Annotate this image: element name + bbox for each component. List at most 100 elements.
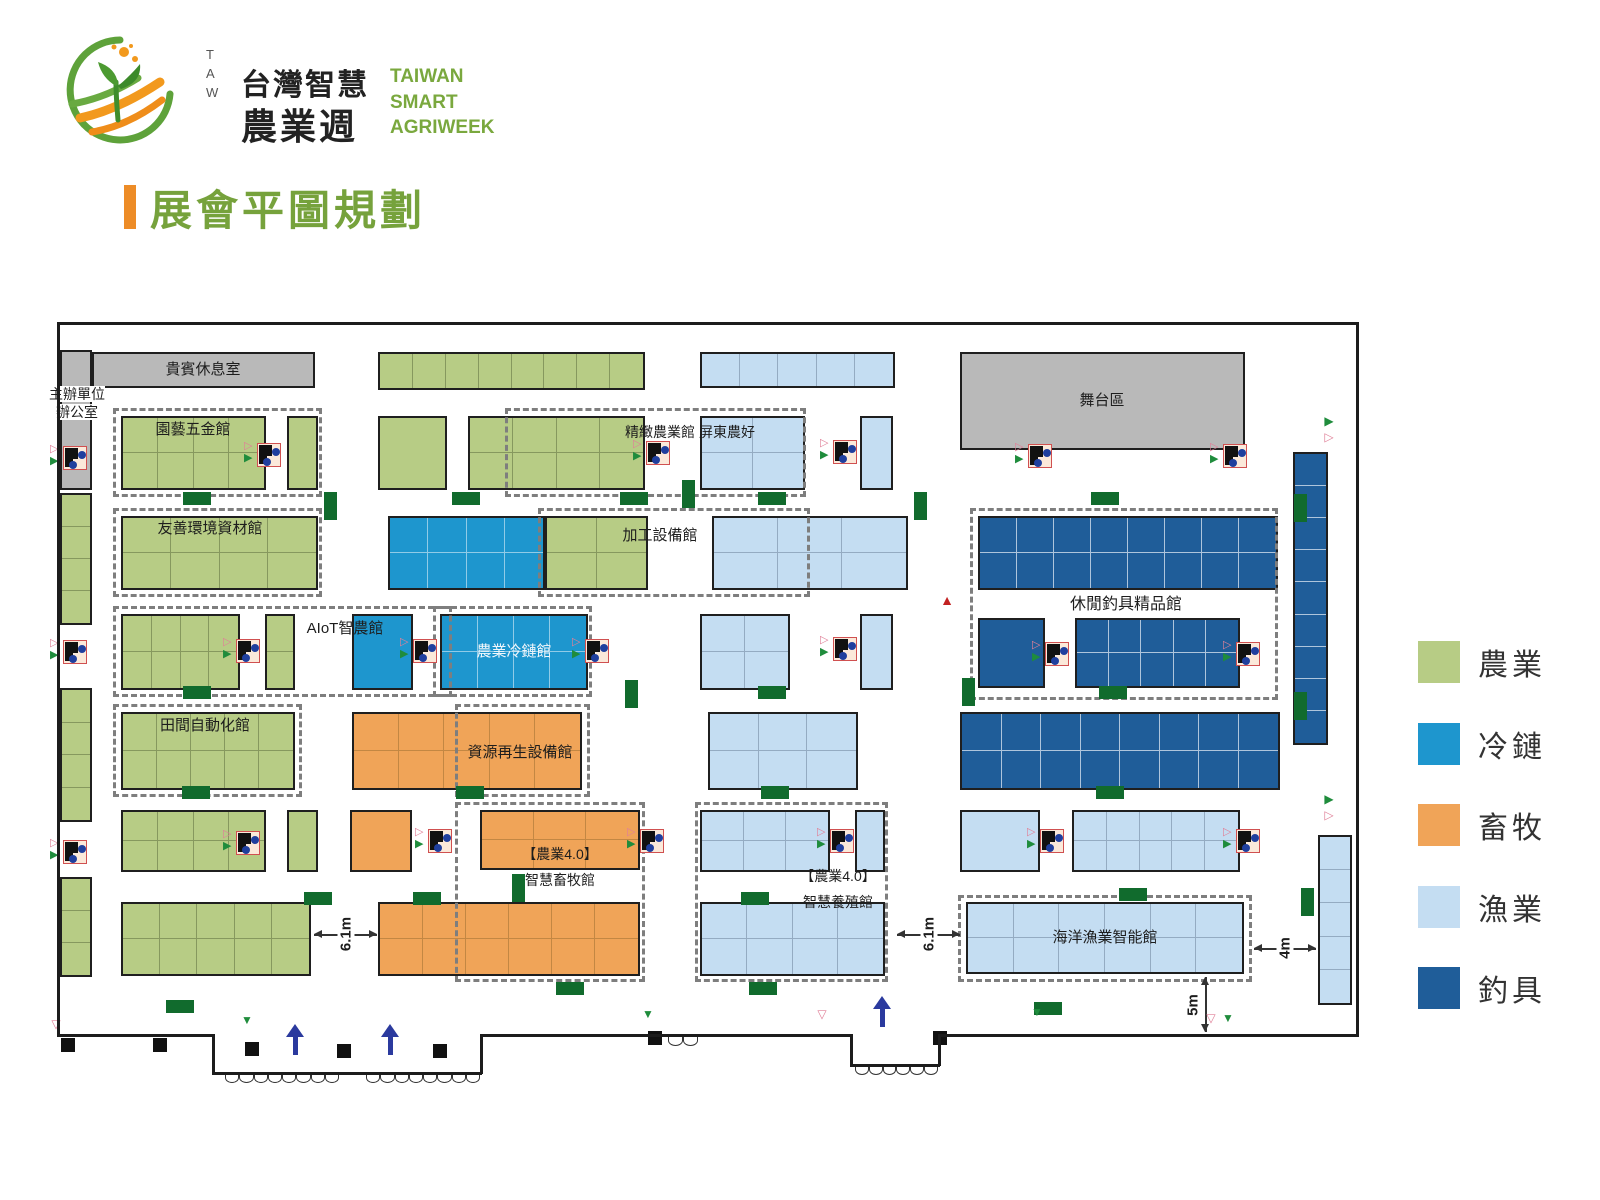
booth-cell xyxy=(1205,812,1238,841)
booth-cell xyxy=(1091,553,1128,588)
door-scallops xyxy=(366,1072,480,1083)
booth-block-cold xyxy=(440,614,588,690)
triangle-marker-icon: ▼ xyxy=(241,1013,253,1027)
booth-cell xyxy=(158,812,194,841)
booth-block-fish xyxy=(960,810,1040,872)
venue-wall xyxy=(480,1034,852,1037)
facility-icon: ▷▶ xyxy=(817,826,854,853)
facility-icon: ▷▶ xyxy=(627,826,664,853)
booth-cell xyxy=(1151,938,1197,972)
booth-cell xyxy=(123,714,157,751)
booth-cell xyxy=(838,939,883,974)
booth-cell xyxy=(1141,620,1174,653)
hall-label: 園藝五金館 xyxy=(155,421,231,438)
pillar xyxy=(433,1044,447,1058)
booth-cell xyxy=(191,714,225,751)
measure-label: 5m xyxy=(1184,990,1202,1019)
measure-arrowhead xyxy=(897,930,905,938)
measure-arrowhead xyxy=(1201,977,1209,985)
booth-block-agri xyxy=(378,416,447,490)
booth-block-fish xyxy=(712,516,908,590)
hall-label: 精緻農業館 屏東農好 xyxy=(625,424,755,440)
booth-cell xyxy=(235,939,272,974)
booth-cell xyxy=(513,453,557,488)
booth-cell xyxy=(1165,518,1202,553)
hall-label: 友善環境資材館 xyxy=(157,520,263,537)
booth-cell xyxy=(842,553,906,588)
logo-taw: TAW xyxy=(206,47,219,100)
aisle-marker xyxy=(556,982,584,995)
booth-cell xyxy=(62,559,90,591)
booth-cell xyxy=(423,904,466,939)
hall-label: 加工設備館 xyxy=(622,527,698,544)
booth-block-agri xyxy=(287,810,318,872)
booth-cell xyxy=(1165,553,1202,588)
booth-cell xyxy=(267,518,316,553)
booth-cell xyxy=(1320,837,1350,871)
triangle-marker-icon: ▽ xyxy=(817,1007,827,1021)
booth-cell xyxy=(1041,751,1081,788)
booth-cell xyxy=(1196,938,1242,972)
booth-cell xyxy=(962,714,1002,751)
booth-cell xyxy=(62,495,90,527)
booth-cell xyxy=(980,553,1017,588)
booth-cell xyxy=(968,938,1014,972)
booth-cell xyxy=(1120,751,1160,788)
booth-cell xyxy=(1295,550,1326,583)
booth-block-fish xyxy=(700,614,790,690)
booth-cell xyxy=(1205,620,1238,653)
booth-cell xyxy=(158,841,194,870)
logo-zh-line1: 台灣智慧 xyxy=(241,69,369,102)
booth-cell xyxy=(1239,553,1276,588)
aisle-marker xyxy=(1099,686,1127,699)
booth-cell xyxy=(1105,904,1151,938)
booth-cell xyxy=(702,904,748,939)
aisle-marker xyxy=(512,874,525,902)
booth-cell xyxy=(267,616,293,652)
booth-cell xyxy=(1320,970,1350,1003)
hall-label: 農業冷鏈館 xyxy=(476,643,552,660)
aisle-marker xyxy=(761,786,789,799)
booth-cell xyxy=(428,553,467,588)
venue-wall xyxy=(850,1064,940,1067)
booth-cell xyxy=(547,553,597,588)
booth-cell xyxy=(962,751,1002,788)
booth-cell xyxy=(557,453,600,488)
booth-cell xyxy=(380,904,423,939)
booth-cell xyxy=(1106,812,1140,841)
booth-cell xyxy=(1140,841,1173,870)
booth-cell xyxy=(1295,454,1326,487)
legend-color-chip xyxy=(1418,722,1460,765)
booth-cell xyxy=(1295,582,1326,615)
booth-cell xyxy=(225,751,259,788)
booth-cell xyxy=(1054,553,1091,588)
booth-cell xyxy=(1172,841,1206,870)
booth-cell xyxy=(778,354,817,386)
booth-cell xyxy=(758,714,808,751)
booth-cell xyxy=(740,354,779,386)
booth-cell xyxy=(702,939,748,974)
measure-label: 6.1m xyxy=(337,913,354,955)
booth-cell xyxy=(62,690,90,723)
booth-block-agri xyxy=(121,416,266,490)
legend-label: 釣具 xyxy=(1478,975,1546,1008)
booth-block-tackle xyxy=(978,618,1045,688)
booth-cell xyxy=(157,714,191,751)
hall-label: 【農業4.0】 xyxy=(522,846,598,862)
booth-cell xyxy=(544,354,578,388)
booth-block-fish xyxy=(1318,835,1352,1005)
triangle-marker-icon: ▲ xyxy=(940,592,954,608)
booth-cell xyxy=(482,840,534,868)
aisle-marker xyxy=(962,678,975,706)
booth-cell xyxy=(1150,904,1197,938)
agriweek-logo: TAW 台灣智慧 農業週 TAIWAN SMART AGRIWEEK xyxy=(58,32,495,162)
booth-cell xyxy=(390,553,429,588)
aisle-marker xyxy=(914,492,927,520)
booth-cell xyxy=(62,527,90,559)
booth-cell xyxy=(710,751,759,788)
booth-cell xyxy=(271,904,309,939)
booth-cell xyxy=(509,904,552,939)
booth-cell xyxy=(1196,904,1242,938)
pillar xyxy=(337,1044,351,1058)
booth-block-fish xyxy=(708,712,858,790)
